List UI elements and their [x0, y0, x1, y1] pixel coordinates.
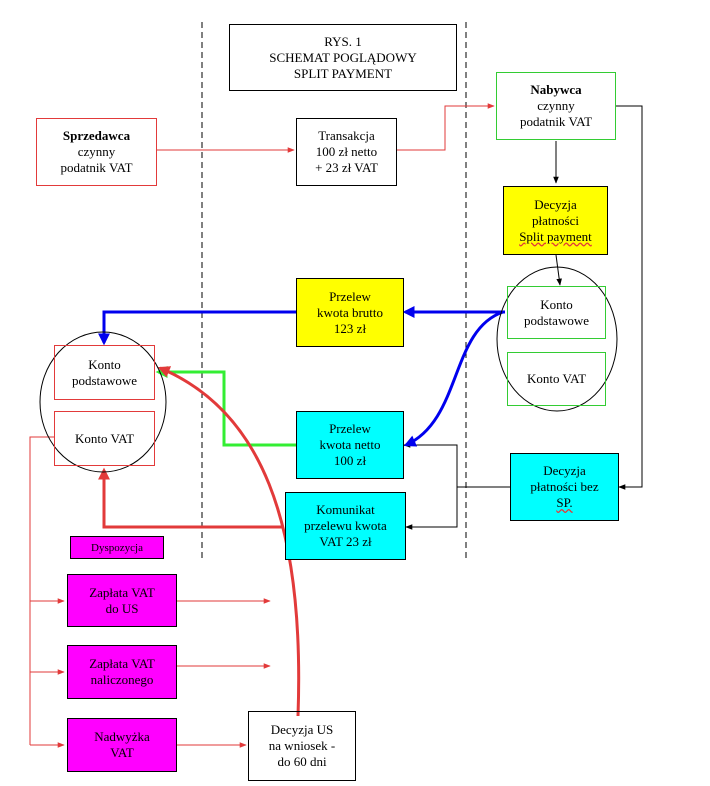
buyer-line3: podatnik VAT [519, 114, 593, 129]
disposition-label: Dyspozycja [70, 536, 164, 559]
seller-box: Sprzedawca czynny podatnik VAT [36, 118, 157, 186]
vat-surplus-line2: VAT [110, 745, 134, 760]
vat-message-box: Komunikat przelewu kwota VAT 23 zł [285, 492, 406, 560]
transaction-line3: + 23 zł VAT [315, 160, 378, 175]
vat-message-line3: VAT 23 zł [319, 534, 372, 549]
transaction-box: Transakcja 100 zł netto + 23 zł VAT [296, 118, 397, 186]
seller-line2: czynny [77, 144, 116, 159]
pay-vat-us-line1: Zapłata VAT [89, 584, 155, 600]
pay-vat-us-line2: do US [105, 600, 139, 616]
buyer-box: Nabywca czynny podatnik VAT [496, 72, 616, 140]
decision-sp-line1: Decyzja [534, 196, 577, 212]
buyer-vat-account: Konto VAT [507, 352, 606, 406]
decision-nosp-line2: płatności bez [530, 479, 599, 494]
decision-sp-line2: płatności [532, 212, 579, 228]
transfer-gross-line1: Przelew [329, 288, 371, 304]
decision-nosp-line1: Decyzja [543, 463, 586, 478]
arrow-green-net-seller [155, 366, 296, 447]
transfer-gross-line2: kwota brutto [316, 304, 384, 320]
title-line3: SPLIT PAYMENT [293, 65, 393, 81]
decision-split-payment: Decyzja płatności Split payment [503, 186, 608, 255]
arrow-blue-gross-seller [98, 310, 296, 346]
transfer-net-line3: 100 zł [333, 453, 367, 468]
pay-vat-input-box: Zapłata VAT naliczonego [67, 645, 177, 699]
tax-decision-line1: Decyzja US [270, 722, 334, 737]
seller-main-account: Konto podstawowe [54, 345, 155, 400]
seller-main-line2: podstawowe [72, 372, 137, 388]
arrow-nosp-net [403, 442, 510, 488]
pay-vat-input-line2: naliczonego [90, 672, 154, 687]
seller-accounts-circle [39, 331, 167, 473]
arrow-transaction-buyer [397, 103, 495, 151]
title-line2: SCHEMAT POGLĄDOWY [269, 49, 417, 65]
transfer-net-line1: Przelew [329, 421, 371, 436]
seller-main-line1: Konto [88, 356, 121, 372]
buyer-main-account: Konto podstawowe [507, 286, 606, 339]
pay-vat-us-box: Zapłata VAT do US [67, 574, 177, 627]
transfer-net-box: Przelew kwota netto 100 zł [296, 411, 404, 479]
buyer-vat-label: Konto VAT [526, 371, 587, 386]
buyer-line2: czynny [537, 98, 575, 113]
transfer-net-line2: kwota netto [319, 437, 381, 452]
title-line1: RYS. 1 [324, 33, 362, 49]
decision-nosp-line3: SP. [556, 495, 573, 510]
arrow-red-decision-seller [157, 366, 301, 717]
tax-decision-line2: na wniosek - [268, 738, 336, 753]
vat-surplus-box: Nadwyżka VAT [67, 718, 177, 772]
arrow-red-vatmsg-sellervat [98, 467, 284, 529]
vat-message-line2: przelewu kwota [304, 518, 387, 533]
diagram-title: RYS. 1 SCHEMAT POGLĄDOWY SPLIT PAYMENT [229, 24, 457, 91]
buyer-name: Nabywca [530, 82, 582, 97]
seller-name: Sprzedawca [62, 128, 131, 143]
pay-vat-input-line1: Zapłata VAT [89, 656, 155, 671]
vat-surplus-line1: Nadwyżka [94, 729, 150, 744]
decision-no-sp-box: Decyzja płatności bez SP. [510, 453, 619, 521]
tax-decision-line3: do 60 dni [277, 754, 327, 769]
buyer-main-line1: Konto [540, 296, 573, 312]
transfer-gross-line3: 123 zł [333, 320, 367, 336]
disposition-text: Dyspozycja [91, 541, 143, 554]
arrow-buyer-decision-nosp [616, 105, 643, 490]
buyer-main-line2: podstawowe [524, 312, 589, 328]
vat-message-line1: Komunikat [316, 502, 375, 517]
arrow-decision-account [555, 254, 562, 286]
tax-decision-box: Decyzja US na wniosek - do 60 dni [248, 711, 356, 781]
arrow-nosp-vatmsg [405, 487, 458, 530]
seller-vat-account: Konto VAT [54, 411, 155, 466]
decision-sp-line3: Split payment [519, 228, 592, 244]
seller-line3: podatnik VAT [60, 160, 133, 175]
transfer-gross-box: Przelew kwota brutto 123 zł [296, 278, 404, 347]
seller-vat-label: Konto VAT [74, 430, 135, 446]
arrow-blue-buyer-net [403, 310, 504, 447]
buyer-accounts-circle [496, 266, 618, 412]
bracket-seller-vat [29, 436, 54, 745]
transaction-line1: Transakcja [318, 128, 375, 143]
transaction-line2: 100 zł netto [315, 144, 378, 159]
